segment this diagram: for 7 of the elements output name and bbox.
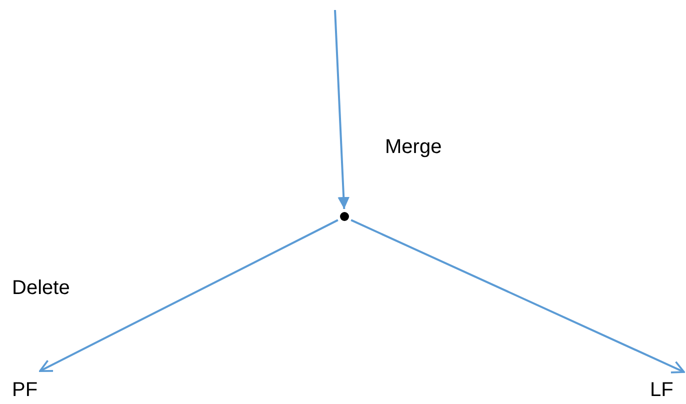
node-label: PF [12, 380, 38, 400]
node-label: LF [650, 380, 674, 400]
arrow [350, 219, 685, 374]
edge-label: Merge [384, 136, 443, 158]
junction-dot [340, 212, 349, 221]
arrow [39, 219, 338, 372]
arrow [334, 10, 350, 210]
